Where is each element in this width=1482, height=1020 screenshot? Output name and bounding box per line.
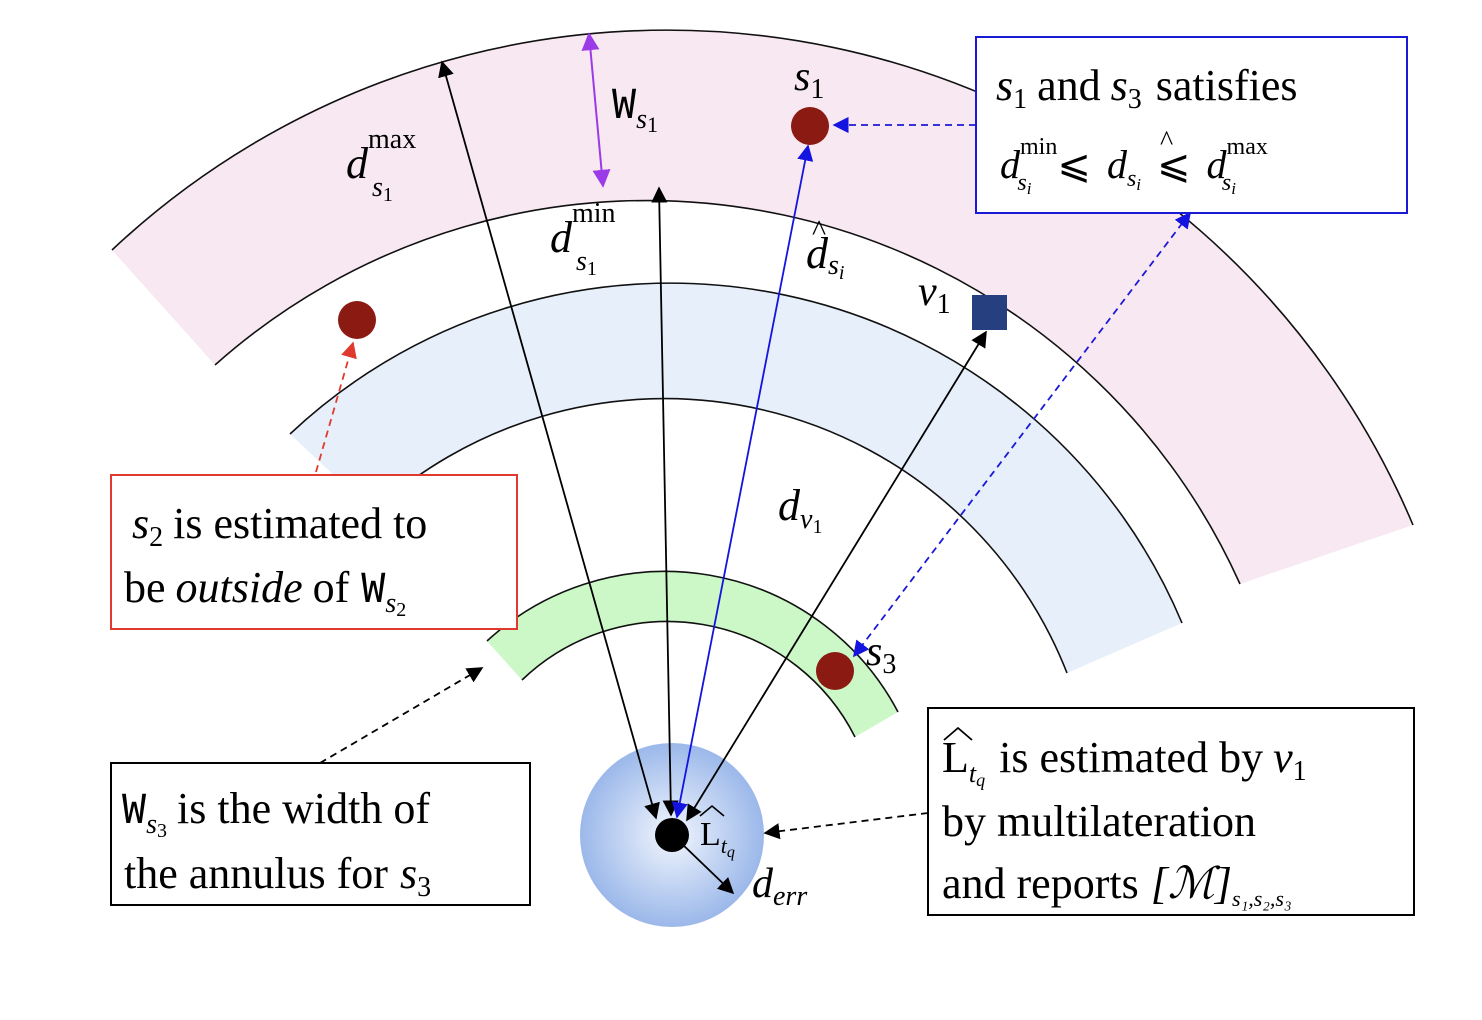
label-dhat-hat: ^: [812, 214, 826, 247]
dmax-arrow: [438, 60, 660, 820]
label-L-tq: Ltq: [700, 816, 735, 861]
derr-arrow: [679, 841, 735, 895]
label-L-hat: [699, 804, 725, 817]
label-dmin: dmin: [550, 198, 616, 262]
label-dhat: dsi: [806, 229, 844, 284]
sensor-s1-dot: [791, 107, 829, 145]
label-v1: v1: [918, 269, 951, 320]
sensor-s3-dot: [816, 652, 854, 690]
vehicle-v1-square: [972, 295, 1007, 330]
blue-box-pointer-s3: [853, 211, 1191, 658]
width-ws1-arrow: [581, 32, 611, 188]
sensor-s2-dot: [338, 301, 376, 339]
label-derr: derr: [752, 861, 807, 912]
blue-box-hat: ^: [1160, 126, 1173, 157]
outer-band-outer-arc: [111, 29, 1414, 526]
right-box-line2: by multilateration: [942, 797, 1256, 846]
left-box-pointer: [319, 667, 484, 764]
label-dv1: dv1: [778, 481, 822, 538]
blue-condition-box: [975, 36, 1408, 214]
red-box-pointer-s2: [315, 341, 357, 473]
right-box-line3: and reports[ℳ]s₁,s₂,s₃: [942, 859, 1292, 911]
label-dmin-sub: s1: [576, 246, 597, 280]
estimated-location-dot: [655, 818, 689, 852]
label-dmax: dmax: [346, 124, 416, 188]
dmin-arrow: [651, 186, 679, 817]
label-ws1: Ws1: [612, 82, 658, 137]
right-box-pointer: [763, 812, 929, 840]
right-box-L-hat: [943, 726, 973, 741]
label-s3: s3: [866, 629, 896, 680]
left-width-box: [110, 762, 531, 906]
red-outside-box: [110, 474, 518, 630]
right-estimate-box: [927, 707, 1415, 916]
label-s1: s1: [794, 54, 824, 105]
label-dmax-sub: s1: [372, 172, 393, 206]
